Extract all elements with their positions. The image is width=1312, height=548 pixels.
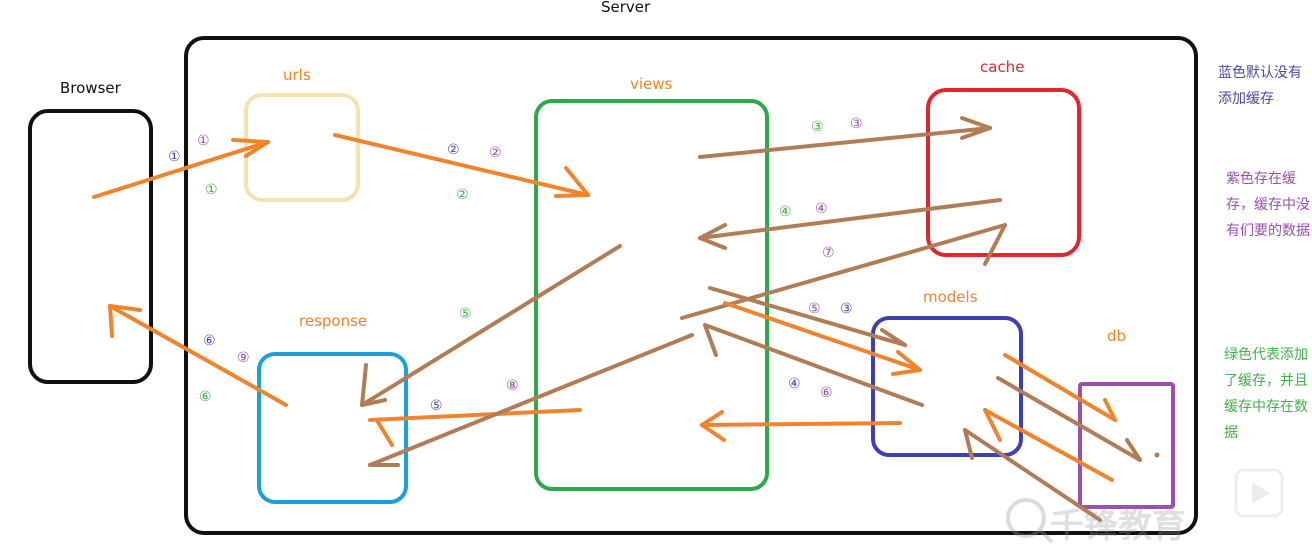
arrowhead-models-c <box>983 408 1002 442</box>
arrow-db-to-models-a <box>983 408 1114 482</box>
legend-green-note: 绿色代表添加了缓存，并且缓存中存在数据 <box>1224 347 1308 441</box>
step-marker: ② <box>489 145 502 161</box>
cache-box <box>926 88 1081 257</box>
models-label: models <box>923 288 978 306</box>
arrowhead-models-d <box>963 428 974 460</box>
step-marker: ③ <box>811 119 824 135</box>
arrowhead-cache-2 <box>983 223 1007 266</box>
arrowhead-response-a <box>360 363 387 407</box>
arrow-views-to-cache-7 <box>680 223 1007 320</box>
db-box <box>1078 382 1175 509</box>
step-marker: ⑨ <box>237 350 250 366</box>
arrow-cache-to-views <box>698 198 1002 240</box>
arrowhead-views <box>554 166 590 198</box>
arrow-models-to-db-a <box>1003 353 1117 422</box>
response-label: response <box>299 312 368 330</box>
step-marker: ① <box>205 182 218 198</box>
step-marker: ① <box>168 149 181 165</box>
arrowhead-browser <box>108 304 142 338</box>
arrowhead-db-b <box>1125 438 1142 462</box>
step-marker: ① <box>197 133 210 149</box>
arrow-views-to-response-a <box>360 244 622 407</box>
watermark-text: 千锋教育 <box>1050 506 1186 546</box>
server-box <box>184 36 1198 535</box>
step-marker: ④ <box>815 201 828 217</box>
response-box <box>257 352 408 504</box>
step-marker: ④ <box>779 204 792 220</box>
step-marker: ⑤ <box>459 306 472 322</box>
arrow-models-to-views-orange <box>700 421 902 427</box>
arrowhead-cache-1 <box>960 116 992 140</box>
legend-blue-note: 蓝色默认没有添加缓存 <box>1218 65 1302 107</box>
step-marker: ⑤ <box>808 301 821 317</box>
arrow-models-to-views <box>703 323 924 407</box>
arrowhead-views-3 <box>703 323 718 357</box>
step-marker: ④ <box>788 376 801 392</box>
arrowhead-db-a <box>1103 398 1117 422</box>
db-label: db <box>1107 327 1127 345</box>
step-marker: ⑥ <box>203 333 216 349</box>
arrow-db-to-models-b <box>963 428 1102 522</box>
arrow-browser-to-urls <box>92 140 270 199</box>
arrow-views-to-response-c <box>368 333 694 467</box>
browser-box <box>28 109 153 384</box>
arrow-views-to-cache <box>698 126 992 159</box>
step-marker: ③ <box>850 116 863 132</box>
views-label: views <box>630 75 673 93</box>
server-title: Server <box>601 0 651 16</box>
db-dot <box>1154 452 1160 458</box>
arrowhead-views-2 <box>698 223 727 250</box>
step-marker: ⑥ <box>199 389 212 405</box>
arrowhead-urls <box>231 138 270 158</box>
step-marker: ② <box>447 142 460 158</box>
arrowhead-response-b <box>376 420 394 447</box>
arrow-response-to-browser <box>108 304 288 407</box>
urls-label: urls <box>283 66 311 84</box>
arrow-urls-to-views <box>333 133 590 197</box>
step-marker: ⑦ <box>822 245 835 261</box>
browser-label: Browser <box>60 79 121 97</box>
legend-purple-note: 紫色存在缓存，缓存中没有们要的数据 <box>1226 171 1310 239</box>
arrowhead-models-a <box>880 328 907 347</box>
arrow-views-to-models-a <box>708 286 907 347</box>
step-marker: ② <box>456 187 469 203</box>
step-marker: ⑧ <box>506 378 519 394</box>
arrow-views-to-models-b <box>723 301 922 372</box>
arrowhead-views-4 <box>700 410 726 442</box>
arrow-views-to-response-b <box>368 408 582 422</box>
cache-label: cache <box>980 58 1025 76</box>
arrowhead-models-b <box>891 350 922 376</box>
step-marker: ③ <box>840 301 853 317</box>
step-marker: ⑥ <box>820 385 833 401</box>
step-marker: ⑤ <box>430 398 443 414</box>
arrow-models-to-db-b <box>996 376 1142 462</box>
watermark-logo-icon <box>1006 468 1284 544</box>
